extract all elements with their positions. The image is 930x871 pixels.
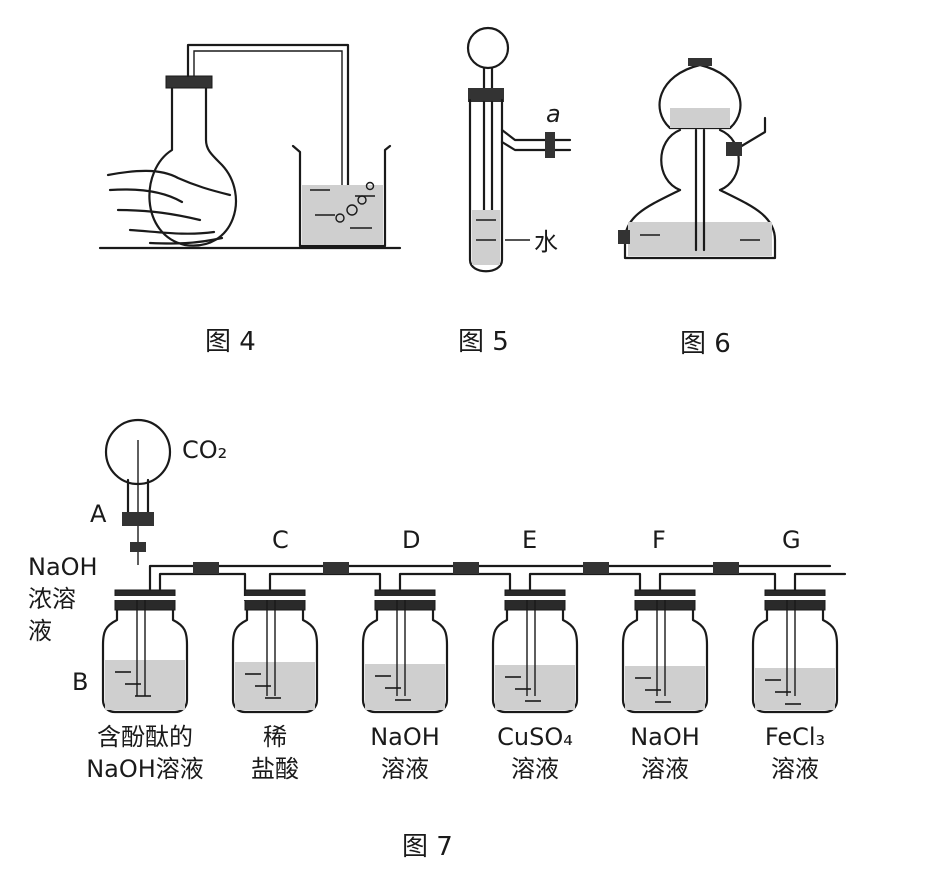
side-arm xyxy=(500,128,572,152)
solution-label-line1: 含酚酞的 xyxy=(97,723,193,751)
wash-bottle: G FeCl₃ 溶液 xyxy=(751,526,839,783)
tube-joint xyxy=(453,562,479,574)
bottle-body xyxy=(361,608,449,714)
bottle-body xyxy=(491,608,579,714)
wash-bottle: 含酚酞的 NaOH溶液 xyxy=(86,562,219,783)
kipp-outlet xyxy=(733,116,767,152)
tube-stopper xyxy=(468,88,504,102)
label-co2: CO₂ xyxy=(182,436,227,464)
label-A: A xyxy=(90,500,107,528)
figure-5: a 水 图 5 xyxy=(458,26,572,357)
wash-bottle: D NaOH 溶液 xyxy=(361,526,479,783)
label-water: 水 xyxy=(534,228,558,256)
solution-label-line2: 溶液 xyxy=(511,755,559,783)
co2-stopper xyxy=(122,512,154,526)
side-clamp xyxy=(545,132,555,158)
bottle-body xyxy=(101,608,189,714)
solution-label-line2: 溶液 xyxy=(641,755,689,783)
tube-water xyxy=(472,210,500,265)
wash-bottle: F NaOH 溶液 xyxy=(621,526,739,783)
solution-label-line1: NaOH xyxy=(630,723,700,751)
bottle-letter: G xyxy=(782,526,801,554)
solution-label-line2: 盐酸 xyxy=(251,755,299,783)
bottle-body xyxy=(751,608,839,714)
solution-label-line1: FeCl₃ xyxy=(765,723,825,751)
kipp-top-liquid xyxy=(670,108,730,128)
wash-bottle: C 稀盐酸 xyxy=(231,526,349,783)
kipp-bottom-bulb xyxy=(623,188,777,260)
kipp-middle-bulb xyxy=(660,128,740,192)
wash-bottle: E CuSO₄ 溶液 xyxy=(491,526,609,783)
delivery-tube xyxy=(186,43,350,202)
figure-5-caption: 图 5 xyxy=(458,327,509,357)
svg-text:浓溶: 浓溶 xyxy=(28,585,76,613)
label-B: B xyxy=(72,668,88,696)
tube-joint xyxy=(583,562,609,574)
solution-label-line1: CuSO₄ xyxy=(497,723,573,751)
bottle-letter: C xyxy=(272,526,289,554)
bottle-letter: E xyxy=(522,526,537,554)
solution-label-line1: NaOH xyxy=(370,723,440,751)
bubbles xyxy=(335,181,375,223)
round-bottom-flask xyxy=(148,86,237,247)
test-tube xyxy=(468,98,504,273)
naoh-conc-label: NaOH 浓溶 液 xyxy=(28,553,98,645)
figure-7-caption: 图 7 xyxy=(402,832,453,862)
label-a: a xyxy=(546,100,561,128)
figure-6-caption: 图 6 xyxy=(680,329,731,359)
tube-joint xyxy=(193,562,219,574)
kipp-bottom-liquid xyxy=(628,222,772,256)
bottle-letter: F xyxy=(652,526,666,554)
figure-6: 图 6 xyxy=(618,58,777,359)
solution-label-line1: 稀 xyxy=(263,723,287,751)
funnel-bulb xyxy=(466,26,510,70)
figure-4: 图 4 xyxy=(98,43,402,357)
bottle-body xyxy=(231,608,319,714)
solution-label-line2: 溶液 xyxy=(771,755,819,783)
bottle-letter: D xyxy=(402,526,420,554)
svg-text:液: 液 xyxy=(28,617,52,645)
bottle-body xyxy=(621,608,709,714)
beaker xyxy=(291,144,392,248)
hands xyxy=(106,169,232,245)
kipp-drain xyxy=(618,230,630,244)
tube-joint xyxy=(713,562,739,574)
svg-text:NaOH: NaOH xyxy=(28,553,98,581)
solution-label-line2: 溶液 xyxy=(381,755,429,783)
figure-7: CO₂ A B NaOH 浓溶 液 含酚酞的NaOH溶液C稀盐酸DNaOH溶液E… xyxy=(28,418,847,862)
solution-label-line2: NaOH溶液 xyxy=(86,755,204,783)
clamp-A xyxy=(130,542,146,552)
figure-4-caption: 图 4 xyxy=(205,327,256,357)
tube-joint xyxy=(323,562,349,574)
flask-stopper xyxy=(165,75,213,89)
